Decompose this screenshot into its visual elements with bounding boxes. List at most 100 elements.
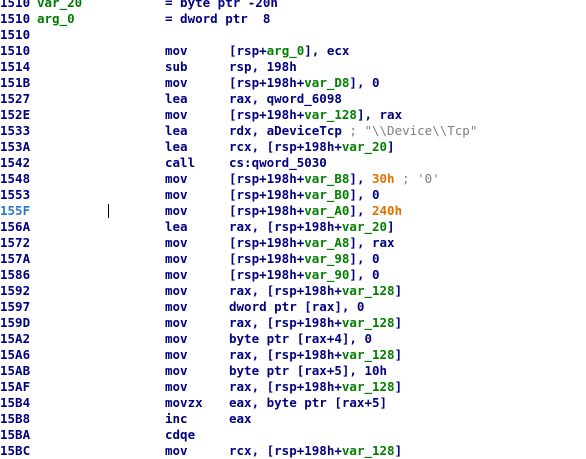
instruction-mnemonic[interactable]: lea — [165, 219, 188, 234]
instruction-operands[interactable]: rax, qword_6098 — [229, 91, 342, 107]
instruction-mnemonic[interactable]: call — [165, 155, 196, 170]
instruction-mnemonic[interactable]: mov — [165, 171, 188, 186]
instruction-operands[interactable]: rax, [rsp+198h+var_128] — [229, 347, 402, 363]
instruction-mnemonic[interactable]: mov — [165, 235, 188, 250]
instruction-operands[interactable]: rax, [rsp+198h+var_20] — [229, 219, 395, 235]
operand-variable-ref[interactable]: var_B0 — [304, 187, 350, 202]
operand-variable-ref[interactable]: var_128 — [341, 283, 395, 298]
instruction-operands[interactable]: eax — [229, 411, 252, 427]
instruction-mnemonic[interactable]: mov — [165, 347, 188, 362]
instruction-mnemonic[interactable]: mov — [165, 187, 188, 202]
instruction-operands[interactable]: [rsp+198h+var_B0], 0 — [229, 187, 380, 203]
instruction-operands[interactable]: [rsp+198h+var_B8], 30h ; '0' — [229, 171, 440, 187]
instruction-mnemonic[interactable]: mov — [165, 75, 188, 90]
stack-var-name[interactable]: var_20 — [37, 0, 83, 10]
stack-var-name[interactable]: arg_0 — [37, 11, 75, 26]
instruction-operands[interactable]: [rsp+198h+var_128], rax — [229, 107, 402, 123]
operand-variable-ref[interactable]: var_D8 — [304, 75, 350, 90]
instruction-mnemonic[interactable]: mov — [165, 107, 188, 122]
instruction-operands[interactable]: rdx, aDeviceTcp ; "\\Device\\Tcp" — [229, 123, 477, 139]
operand-variable-ref[interactable]: var_98 — [304, 251, 350, 266]
instruction-mnemonic[interactable]: mov — [165, 331, 188, 346]
instruction-operands[interactable]: [rsp+arg_0], ecx — [229, 43, 349, 59]
instruction-mnemonic[interactable]: mov — [165, 251, 188, 266]
operand-variable-ref[interactable]: var_128 — [341, 315, 395, 330]
instruction-operands[interactable]: [rsp+198h+var_98], 0 — [229, 251, 380, 267]
instruction-operands[interactable]: rax, [rsp+198h+var_128] — [229, 315, 402, 331]
instruction-mnemonic[interactable]: lea — [165, 123, 188, 138]
instruction-operands[interactable]: rax, [rsp+198h+var_128] — [229, 283, 402, 299]
operand-variable-ref[interactable]: var_A0 — [304, 203, 350, 218]
operand-variable-ref[interactable]: var_A8 — [304, 235, 350, 250]
operand-variable-ref[interactable]: var_B8 — [304, 171, 350, 186]
instruction-mnemonic[interactable]: sub — [165, 59, 188, 74]
instruction-operands[interactable]: byte ptr [rax+4], 0 — [229, 331, 372, 347]
instruction-mnemonic[interactable]: mov — [165, 363, 188, 378]
operand-variable-ref[interactable]: var_128 — [341, 347, 395, 362]
operand-variable-ref[interactable]: arg_0 — [266, 43, 305, 58]
instruction-mnemonic[interactable]: inc — [165, 411, 188, 426]
instruction-mnemonic[interactable]: movzx — [165, 395, 203, 410]
instruction-mnemonic[interactable]: lea — [165, 139, 188, 154]
instruction-mnemonic[interactable]: mov — [165, 315, 188, 330]
stack-var-line[interactable]: 1510 — [0, 27, 586, 43]
instruction-operands[interactable]: dword ptr [rax], 0 — [229, 299, 364, 315]
operand-variable-ref[interactable]: var_20 — [341, 139, 388, 154]
operand-variable-ref[interactable]: var_90 — [304, 267, 350, 282]
instruction-operands[interactable]: [rsp+198h+var_A0], 240h — [229, 203, 402, 219]
instruction-mnemonic[interactable]: mov — [165, 43, 188, 58]
instruction-operands[interactable]: rcx, [rsp+198h+var_128] — [229, 443, 402, 459]
instruction-mnemonic[interactable]: mov — [165, 267, 188, 282]
operand-variable-ref[interactable]: var_20 — [341, 219, 388, 234]
operand-variable-ref[interactable]: var_128 — [341, 379, 395, 394]
instruction-operands[interactable]: rcx, [rsp+198h+var_20] — [229, 139, 395, 155]
instruction-operands[interactable]: rsp, 198h — [229, 59, 297, 75]
instruction-mnemonic[interactable]: mov — [165, 203, 188, 218]
instruction-mnemonic[interactable]: cdqe — [165, 427, 196, 442]
instruction-operands[interactable]: [rsp+198h+var_D8], 0 — [229, 75, 380, 91]
instruction-operands[interactable]: rax, [rsp+198h+var_128] — [229, 379, 402, 395]
instruction-mnemonic[interactable]: lea — [165, 91, 188, 106]
instruction-mnemonic[interactable]: mov — [165, 443, 188, 458]
text-cursor — [108, 204, 109, 218]
instruction-operands[interactable]: cs:qword_5030 — [229, 155, 327, 171]
operand-variable-ref[interactable]: var_128 — [341, 443, 395, 458]
instruction-mnemonic[interactable]: mov — [165, 283, 188, 298]
instruction-mnemonic[interactable]: mov — [165, 299, 188, 314]
instruction-operands[interactable]: [rsp+198h+var_A8], rax — [229, 235, 395, 251]
instruction-operands[interactable]: eax, byte ptr [rax+5] — [229, 395, 387, 411]
instruction-operands[interactable]: [rsp+198h+var_90], 0 — [229, 267, 380, 283]
instruction-mnemonic[interactable]: mov — [165, 379, 188, 394]
operand-variable-ref[interactable]: var_128 — [304, 107, 357, 122]
instruction-operands[interactable]: byte ptr [rax+5], 10h — [229, 363, 387, 379]
